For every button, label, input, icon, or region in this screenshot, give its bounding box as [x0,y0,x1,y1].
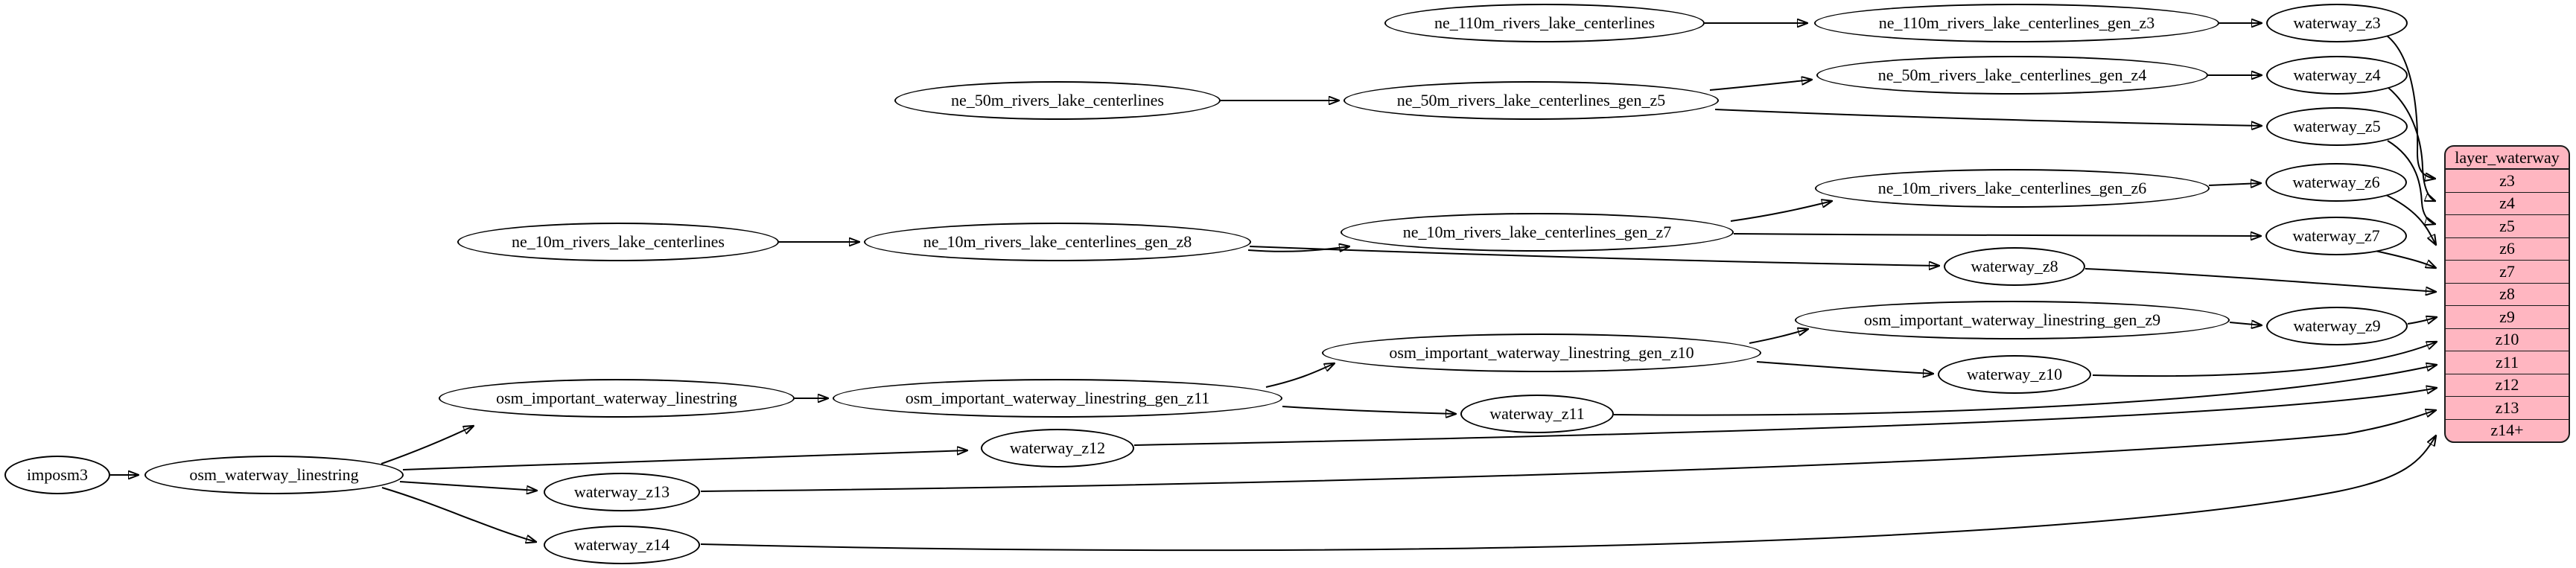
edge-gen_z8-waterway_z8 [1249,246,1939,266]
edge-waterway_z5-row-z5 [2387,140,2435,224]
node-imposm3: imposm3 [4,456,110,494]
node-waterway_z10: waterway_z10 [1938,355,2091,394]
node-ne_10m_rivers_lake_centerlines: ne_10m_rivers_lake_centerlines [457,223,779,261]
edge-osm_waterway_linestring-waterway_z14 [381,487,536,542]
edge-waterway_z4-row-z4 [2387,86,2435,201]
edge-waterway_z14-row-z14plus [700,435,2436,552]
edge-gen_z11-waterway_z11 [1282,406,1456,414]
edge-waterway_z10-row-z10 [2092,342,2437,377]
table-row-z9: z9 [2446,306,2569,329]
table-row-z3: z3 [2446,170,2569,193]
edge-gen_z11-gen_z10 [1265,363,1335,388]
node-ne_10m_rivers_lake_centerlines_gen_z7: ne_10m_rivers_lake_centerlines_gen_z7 [1341,213,1734,252]
edge-gen_z6-waterway_z6 [2208,183,2261,185]
node-waterway_z14: waterway_z14 [544,526,700,564]
node-waterway_z3: waterway_z3 [2266,4,2408,42]
edge-waterway_z13-row-z13 [700,410,2436,492]
table-row-z12: z12 [2446,374,2569,397]
edge-gen_z5-waterway_z5 [1714,109,2262,126]
node-waterway_z12: waterway_z12 [981,429,1134,468]
edge-waterway_z3-row-z3 [2386,35,2435,179]
edge-gen_z10-gen_z9 [1749,329,1808,344]
table-row-z11: z11 [2446,351,2569,374]
node-ne_110m_rivers_lake_centerlines: ne_110m_rivers_lake_centerlines [1384,4,1705,42]
edge-osm_waterway_linestring-waterway_z12 [402,450,967,470]
node-ne_10m_rivers_lake_centerlines_gen_z8: ne_10m_rivers_lake_centerlines_gen_z8 [864,223,1251,261]
node-waterway_z4: waterway_z4 [2266,56,2408,95]
table-row-z6: z6 [2446,238,2569,261]
node-osm_important_waterway_linestring_gen_z9: osm_important_waterway_linestring_gen_z9 [1795,301,2230,339]
node-osm_waterway_linestring: osm_waterway_linestring [144,456,404,494]
node-osm_important_waterway_linestring: osm_important_waterway_linestring [439,379,795,418]
edge-osm_waterway_linestring-waterway_z13 [399,481,537,491]
node-waterway_z7: waterway_z7 [2265,217,2407,255]
node-ne_50m_rivers_lake_centerlines: ne_50m_rivers_lake_centerlines [894,81,1221,120]
edge-gen_z7-waterway_z7 [1733,234,2261,236]
edge-waterway_z7-row-z7 [2371,249,2436,268]
edge-gen_z5-gen_z4 [1709,80,1812,91]
table-row-z13: z13 [2446,397,2569,420]
node-osm_important_waterway_linestring_gen_z11: osm_important_waterway_linestring_gen_z1… [833,379,1282,418]
node-ne_50m_rivers_lake_centerlines_gen_z4: ne_50m_rivers_lake_centerlines_gen_z4 [1816,56,2208,95]
table-row-z4: z4 [2446,193,2569,215]
edge-waterway_z9-row-z9 [2407,317,2437,325]
node-ne_110m_rivers_lake_centerlines_gen_z3: ne_110m_rivers_lake_centerlines_gen_z3 [1814,4,2219,42]
edge-waterway_z11-row-z11 [1613,365,2437,416]
table-title: layer_waterway [2446,147,2569,170]
node-waterway_z9: waterway_z9 [2266,307,2408,345]
node-waterway_z5: waterway_z5 [2266,107,2408,146]
edge-waterway_z8-row-z8 [2084,268,2436,292]
edge-gen_z10-waterway_z10 [1756,361,1933,374]
node-ne_10m_rivers_lake_centerlines_gen_z6: ne_10m_rivers_lake_centerlines_gen_z6 [1815,169,2210,208]
node-waterway_z8: waterway_z8 [1944,247,2085,286]
node-ne_50m_rivers_lake_centerlines_gen_z5: ne_50m_rivers_lake_centerlines_gen_z5 [1343,81,1719,120]
table-row-z8: z8 [2446,284,2569,306]
table-row-z5: z5 [2446,215,2569,238]
node-waterway_z11: waterway_z11 [1460,395,1614,433]
edge-osm_waterway_linestring-osm_important_waterway_linestring [381,426,474,465]
layer-waterway-table: layer_waterway z3 z4 z5 z6 z7 z8 z9 z10 … [2444,145,2570,443]
edge-gen_z9-waterway_z9 [2229,322,2262,325]
edge-gen_z8-gen_z7 [1247,246,1349,252]
node-osm_important_waterway_linestring_gen_z10: osm_important_waterway_linestring_gen_z1… [1322,334,1761,372]
node-waterway_z13: waterway_z13 [544,473,700,511]
node-waterway_z6: waterway_z6 [2265,163,2407,202]
edge-gen_z7-gen_z6 [1730,201,1832,222]
table-row-z14plus: z14+ [2490,421,2524,440]
table-row-z7: z7 [2446,261,2569,284]
edge-waterway_z6-row-z6 [2382,193,2436,245]
table-row-z10: z10 [2446,329,2569,351]
edge-waterway_z12-row-z12 [1133,388,2437,446]
